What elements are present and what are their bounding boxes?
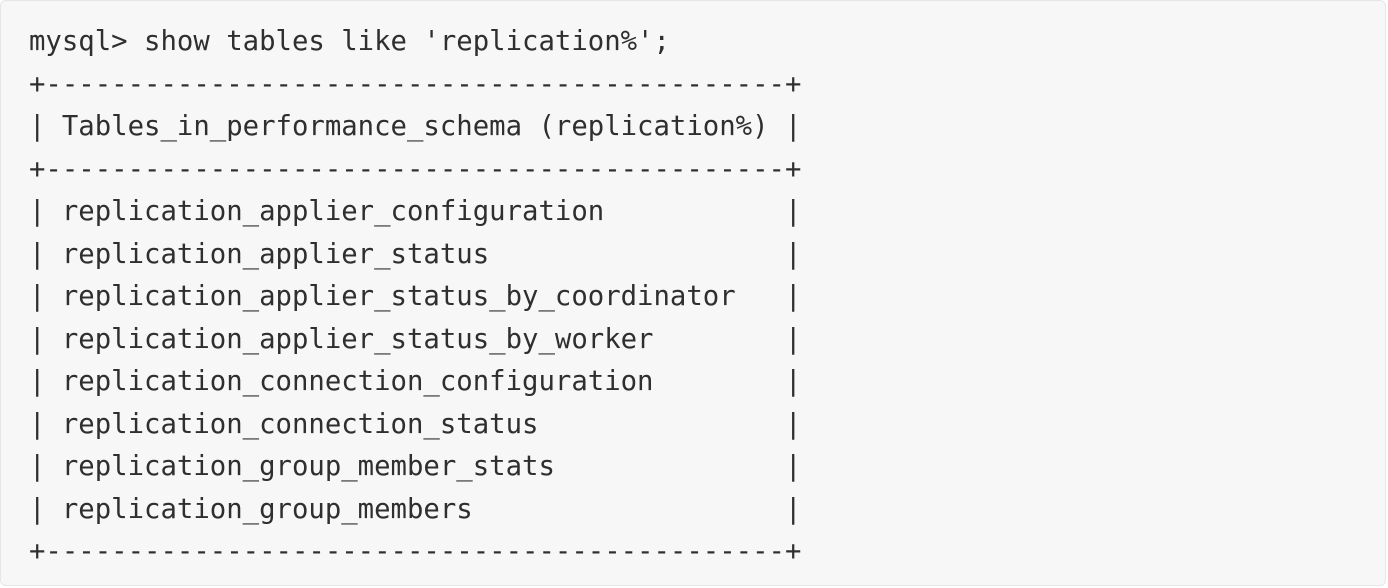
- table-row: | replication_connection_configuration |: [29, 366, 802, 397]
- table-border-top: +---------------------------------------…: [29, 68, 802, 100]
- table-row: | replication_applier_status_by_coordina…: [29, 281, 802, 312]
- table-header-row: | Tables_in_performance_schema (replicat…: [29, 111, 802, 142]
- table-border-header: +---------------------------------------…: [29, 153, 802, 185]
- table-border-bottom: +---------------------------------------…: [29, 536, 802, 567]
- table-row: | replication_applier_status |: [29, 238, 802, 270]
- table-row: | replication_connection_status |: [29, 408, 802, 440]
- table-row: | replication_applier_status_by_worker |: [29, 323, 802, 355]
- table-row: | replication_group_member_stats |: [29, 451, 802, 482]
- command-line: mysql> show tables like 'replication%';: [29, 26, 670, 57]
- table-row: | replication_group_members |: [29, 493, 802, 525]
- table-row: | replication_applier_configuration |: [29, 196, 802, 227]
